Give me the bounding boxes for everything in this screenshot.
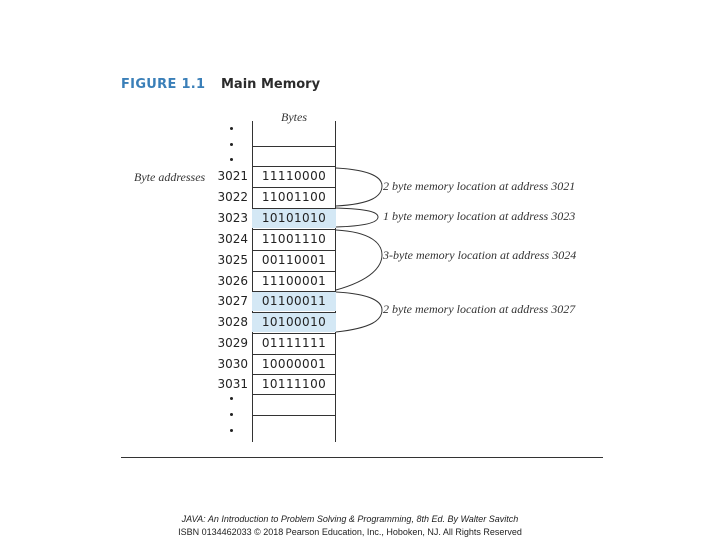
byte-address: 3026: [217, 274, 248, 288]
memory-column-left-edge: [252, 121, 253, 442]
byte-address: 3025: [217, 253, 248, 267]
ellipsis-dot-bottom-2: [230, 413, 233, 416]
byte-value: 10000001: [261, 357, 327, 371]
bytes-header: Bytes: [281, 110, 307, 124]
memory-row: 00110001: [252, 250, 336, 270]
memory-row: 01100011: [252, 291, 336, 311]
brace-location-3027: [335, 291, 383, 333]
callout-location-3027: 2 byte memory location at address 3027: [383, 302, 576, 316]
byte-address: 3021: [217, 169, 248, 183]
memory-row: 01111111: [252, 333, 336, 353]
figure-title: Main Memory: [221, 77, 321, 92]
byte-value: 11001100: [261, 190, 327, 204]
memory-row: 10101010: [252, 208, 336, 228]
figure-label: FIGURE 1.1: [121, 77, 206, 92]
byte-value: 01100011: [261, 294, 327, 308]
memory-row: 11110000: [252, 166, 336, 186]
byte-address: 3024: [217, 232, 248, 246]
ellipsis-dot-bottom-3: [230, 429, 233, 432]
memory-row: 10111100: [252, 374, 336, 395]
byte-address: 3023: [217, 211, 248, 225]
byte-value: 11110000: [261, 169, 327, 183]
byte-value: 11001110: [261, 232, 327, 246]
memory-row: 11001110: [252, 229, 336, 249]
memory-row: 10100010: [252, 312, 336, 332]
byte-address: 3027: [217, 294, 248, 308]
byte-value: 10101010: [261, 211, 327, 225]
brace-location-3021: [335, 167, 383, 207]
empty-memory-row-top: [252, 146, 336, 166]
byte-value: 01111111: [261, 336, 327, 350]
byte-addresses-label: Byte addresses: [134, 170, 206, 184]
byte-value: 10100010: [261, 315, 327, 329]
ellipsis-dot-top-1: [230, 127, 233, 130]
byte-value: 10111100: [261, 377, 327, 391]
byte-value: 11100001: [261, 274, 327, 288]
callout-location-3023: 1 byte memory location at address 3023: [383, 209, 576, 223]
brace-location-3024: [335, 229, 383, 291]
byte-address: 3031: [217, 377, 248, 391]
memory-row: 11001100: [252, 187, 336, 207]
byte-address: 3030: [217, 357, 248, 371]
brace-location-3023: [335, 207, 379, 228]
ellipsis-dot-top-3: [230, 158, 233, 161]
empty-memory-row-bottom: [252, 415, 336, 435]
memory-row: 11100001: [252, 271, 336, 291]
footer-citation: JAVA: An Introduction to Problem Solving…: [181, 514, 519, 524]
callout-location-3021: 2 byte memory location at address 3021: [383, 179, 576, 193]
ellipsis-dot-top-2: [230, 143, 233, 146]
byte-value: 00110001: [261, 253, 327, 267]
memory-column-right-edge: [335, 121, 336, 442]
memory-row: 10000001: [252, 354, 336, 374]
byte-address: 3028: [217, 315, 248, 329]
figure-bottom-rule: [121, 457, 603, 458]
byte-address: 3029: [217, 336, 248, 350]
callout-location-3024: 3-byte memory location at address 3024: [383, 248, 577, 262]
byte-address: 3022: [217, 190, 248, 204]
footer-copyright: ISBN 0134462033 © 2018 Pearson Education…: [178, 527, 522, 537]
ellipsis-dot-bottom-1: [230, 397, 233, 400]
